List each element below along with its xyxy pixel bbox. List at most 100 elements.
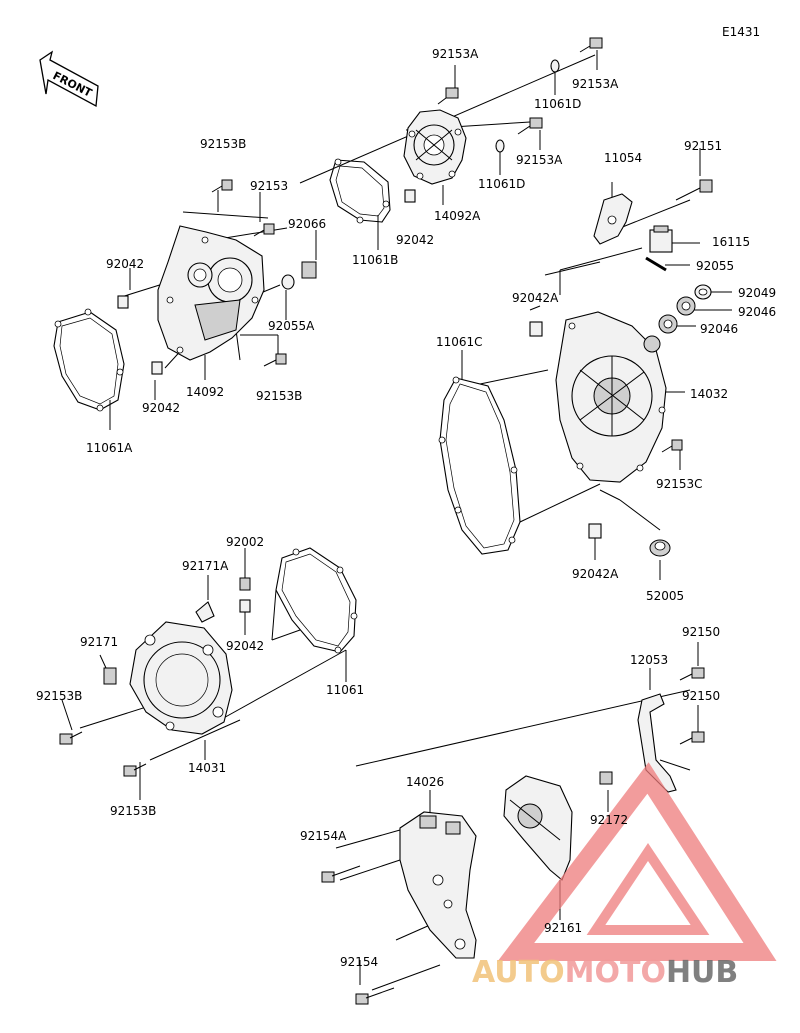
gasket-11061A xyxy=(53,308,125,412)
bolt-92153B-top xyxy=(211,179,233,193)
cover-14032 xyxy=(555,311,667,483)
label-14032: 14032 xyxy=(690,387,728,401)
label-14026: 14026 xyxy=(406,775,444,789)
label-92153B-left: 92153B xyxy=(36,689,82,703)
label-92066: 92066 xyxy=(288,217,326,231)
label-92046-a: 92046 xyxy=(738,305,776,319)
label-92042A-bot: 92042A xyxy=(572,567,619,581)
o-ring-92055A xyxy=(281,274,295,290)
label-92153A-top: 92153A xyxy=(432,47,479,61)
bolt-92154A xyxy=(321,865,361,883)
front-arrow-icon: FRONT xyxy=(39,50,99,108)
label-14092: 14092 xyxy=(186,385,224,399)
label-92171A: 92171A xyxy=(182,559,229,573)
label-11061A: 11061A xyxy=(86,441,133,455)
bolt-92150-top xyxy=(679,667,705,681)
part-lines-right xyxy=(461,148,732,580)
bolt-92153A-mid xyxy=(517,117,543,135)
diagram-code: E1431 xyxy=(722,25,760,39)
label-92150-mid: 92150 xyxy=(682,689,720,703)
label-11061: 11061 xyxy=(326,683,364,697)
watermark-text-auto: AUTO xyxy=(472,955,565,990)
label-92042-mid: 92042 xyxy=(226,639,264,653)
dowel-92042-left xyxy=(117,295,129,309)
bolt-92150-mid xyxy=(679,731,705,745)
dowel-92042A-top xyxy=(529,321,543,337)
bearing-92046-b xyxy=(658,314,678,334)
cover-14026 xyxy=(399,811,477,959)
label-14092A: 14092A xyxy=(434,209,481,223)
label-11054: 11054 xyxy=(604,151,642,165)
watermark-text-hub: HUB xyxy=(666,955,738,990)
cap-92066 xyxy=(301,261,317,279)
label-12053: 12053 xyxy=(630,653,668,667)
bolt-92154 xyxy=(355,987,395,1005)
label-92150-top: 92150 xyxy=(682,625,720,639)
label-11061B: 11061B xyxy=(352,253,398,267)
o-ring-92055 xyxy=(645,256,667,272)
bearing-92046-a xyxy=(676,296,696,316)
label-92161: 92161 xyxy=(544,921,582,935)
part-lines-bottom xyxy=(335,642,699,991)
watermark-logo xyxy=(497,762,777,961)
seal-92049 xyxy=(694,284,712,300)
label-92042A-top: 92042A xyxy=(512,291,559,305)
watermark-text-moto: MOTO xyxy=(565,955,666,990)
grommet-92172 xyxy=(599,771,613,785)
dowel-92042A-bot xyxy=(588,523,602,539)
label-52005: 52005 xyxy=(646,589,684,603)
label-14031: 14031 xyxy=(188,761,226,775)
label-11061D-mid: 11061D xyxy=(478,177,525,191)
label-92153C: 92153C xyxy=(656,477,703,491)
label-92042-left: 92042 xyxy=(106,257,144,271)
bolt-92153C xyxy=(661,439,683,453)
bracket-11054 xyxy=(593,193,633,245)
bolt-92153B-bot xyxy=(123,763,147,777)
clamp-92171 xyxy=(103,667,117,685)
washer-11061D-mid xyxy=(495,139,505,153)
bolt-92153B-mid xyxy=(263,353,287,367)
label-92154: 92154 xyxy=(340,955,378,969)
label-92171: 92171 xyxy=(80,635,118,649)
cap-16115 xyxy=(649,225,673,253)
label-92042-top: 92042 xyxy=(396,233,434,247)
label-92153B-mid: 92153B xyxy=(256,389,302,403)
label-92172: 92172 xyxy=(590,813,628,827)
label-11061C: 11061C xyxy=(436,335,483,349)
label-92046-b: 92046 xyxy=(700,322,738,336)
dowel-92042-top xyxy=(404,189,416,203)
label-92153A-right: 92153A xyxy=(572,77,619,91)
bolt-92153A-top xyxy=(437,87,459,105)
bolt-92153A-right xyxy=(579,37,603,53)
part-lines-mid-left xyxy=(61,548,347,800)
cover-14092A xyxy=(403,109,467,185)
label-16115: 16115 xyxy=(712,235,750,249)
gasket-11061B xyxy=(329,158,391,224)
bolt-92151 xyxy=(675,179,713,201)
plug-52005 xyxy=(649,539,671,557)
label-92055: 92055 xyxy=(696,259,734,273)
label-92153B-top: 92153B xyxy=(200,137,246,151)
watermark-triangle-icon xyxy=(497,762,777,961)
dowel-92042-bot xyxy=(151,361,163,375)
cover-14092 xyxy=(157,225,265,361)
washer-11061D-top xyxy=(550,59,560,73)
label-92153: 92153 xyxy=(250,179,288,193)
bolt-92153 xyxy=(253,223,275,237)
label-92154A: 92154A xyxy=(300,829,347,843)
label-92049: 92049 xyxy=(738,286,776,300)
clamp-92171A xyxy=(195,601,215,623)
watermark-text: AUTOMOTOHUB xyxy=(472,955,738,990)
label-92151: 92151 xyxy=(684,139,722,153)
gasket-11061C xyxy=(438,376,521,555)
cover-92161 xyxy=(503,775,573,881)
dowel-92042-mid xyxy=(239,599,251,613)
label-92153A-mid: 92153A xyxy=(516,153,563,167)
label-92055A: 92055A xyxy=(268,319,315,333)
bolt-92002 xyxy=(239,577,251,591)
gasket-11061 xyxy=(275,547,358,654)
label-11061D-top: 11061D xyxy=(534,97,581,111)
bolt-92153B-left xyxy=(59,731,83,745)
label-92002: 92002 xyxy=(226,535,264,549)
